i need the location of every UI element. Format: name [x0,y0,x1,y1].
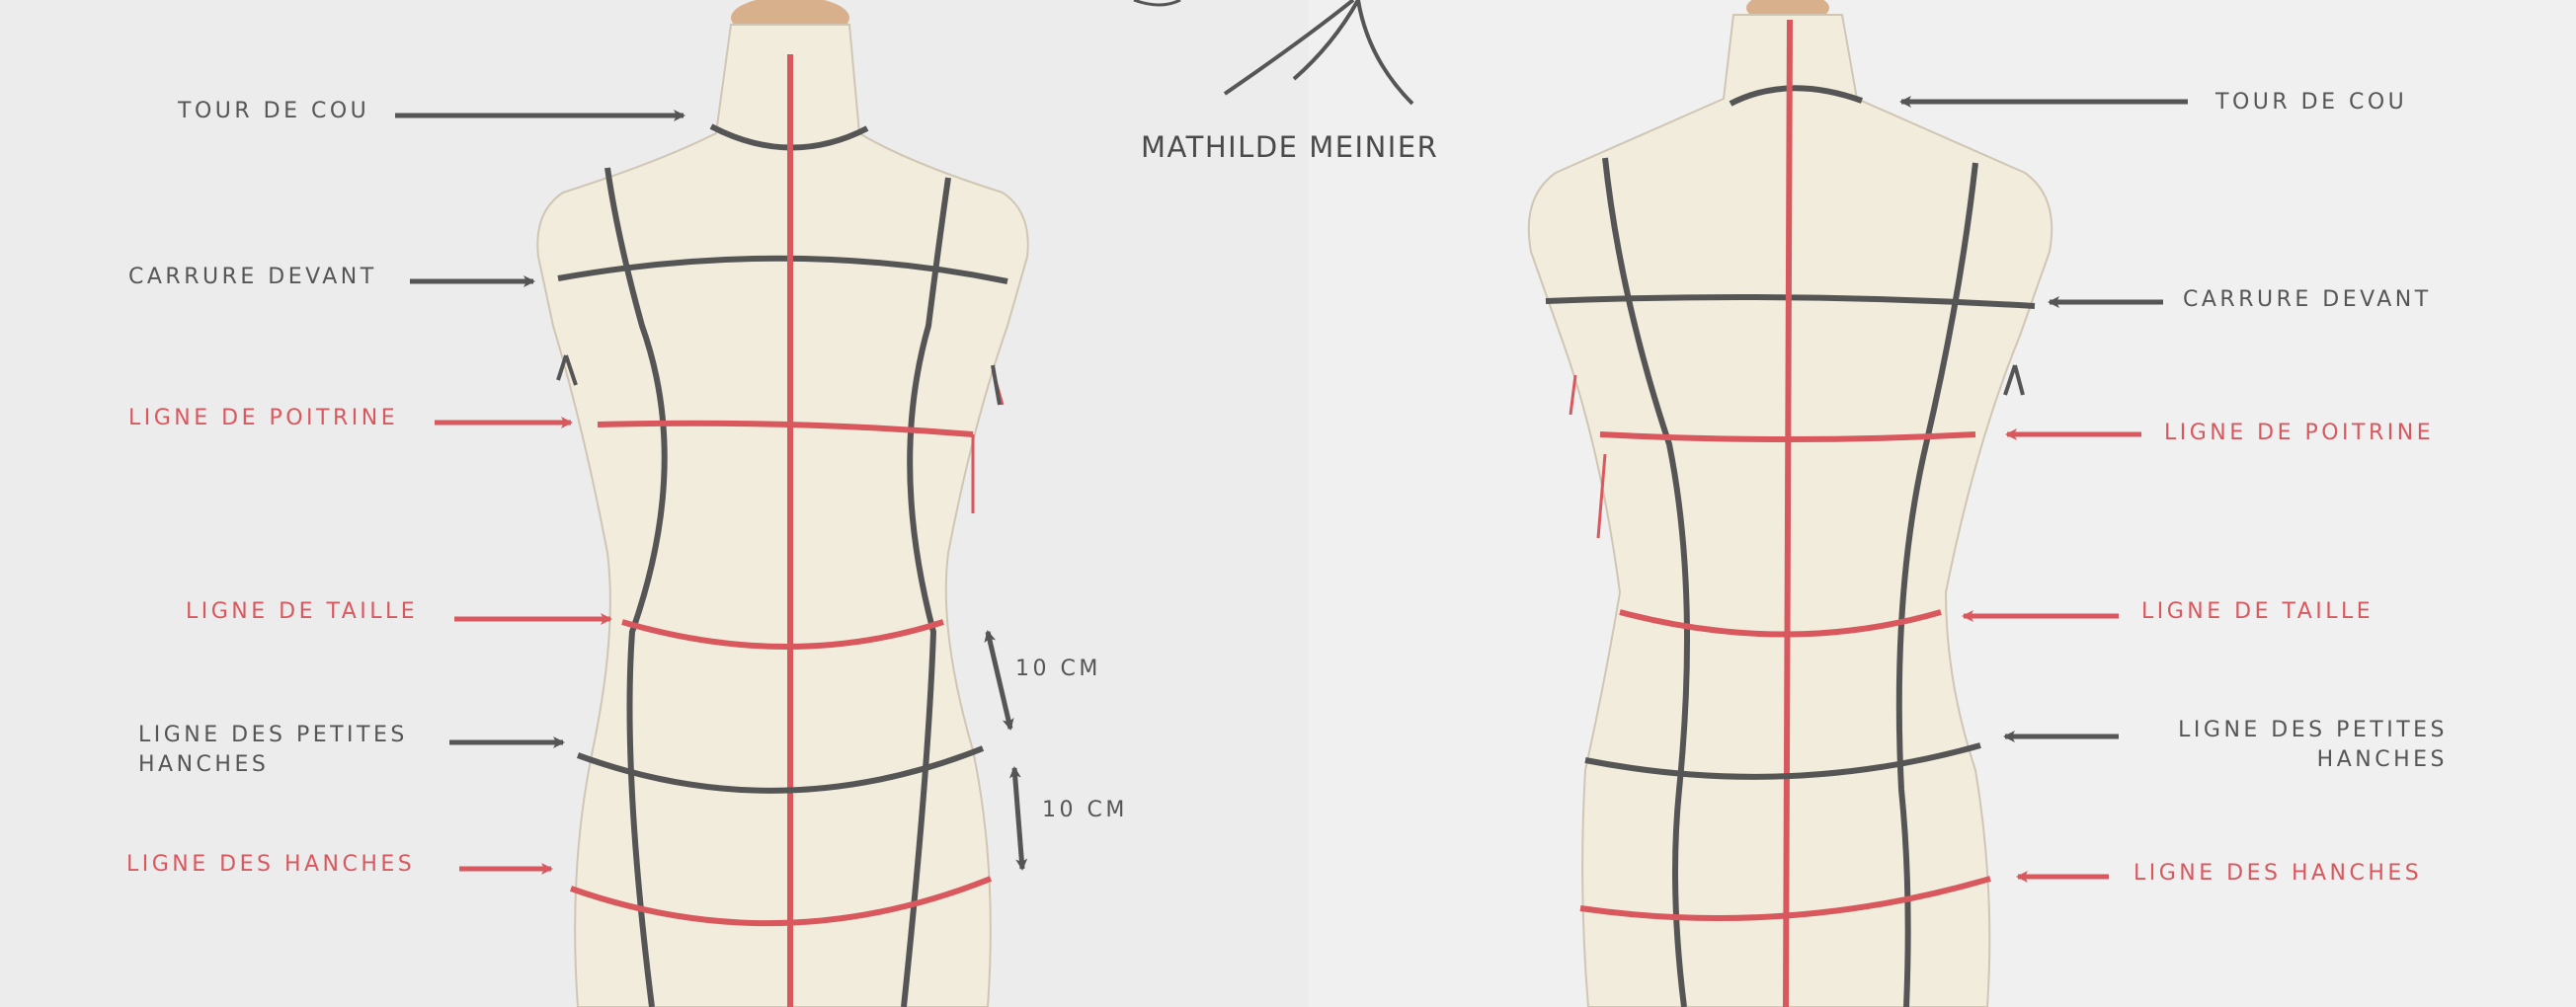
back-label-carrure-devant: CARRURE DEVANT [2183,285,2432,315]
front-label-carrure-devant: CARRURE DEVANT [128,263,377,292]
back-label-petites-hanches-2: HANCHES [2317,745,2448,775]
measurement-upper: 10 CM [1015,655,1101,684]
front-label-ligne-des-hanches: LIGNE DES HANCHES [126,850,415,880]
back-center-line [1786,20,1790,1007]
front-label-petites-hanches-1: LIGNE DES PETITES [138,721,408,750]
back-label-tour-de-cou: TOUR DE COU [2215,88,2407,117]
front-label-ligne-de-poitrine: LIGNE DE POITRINE [128,404,398,433]
front-label-ligne-de-taille: LIGNE DE TAILLE [186,597,418,627]
measurement-lower: 10 CM [1042,796,1128,825]
back-label-petites-hanches-1: LIGNE DES PETITES [2178,716,2448,745]
back-label-ligne-des-hanches: LIGNE DES HANCHES [2133,859,2422,889]
back-label-ligne-de-poitrine: LIGNE DE POITRINE [2164,419,2434,448]
brand-name: MATHILDE MEINIER [1141,130,1438,164]
front-label-tour-de-cou: TOUR DE COU [178,97,369,126]
back-label-ligne-de-taille: LIGNE DE TAILLE [2141,597,2374,627]
front-label-petites-hanches-2: HANCHES [138,750,269,780]
